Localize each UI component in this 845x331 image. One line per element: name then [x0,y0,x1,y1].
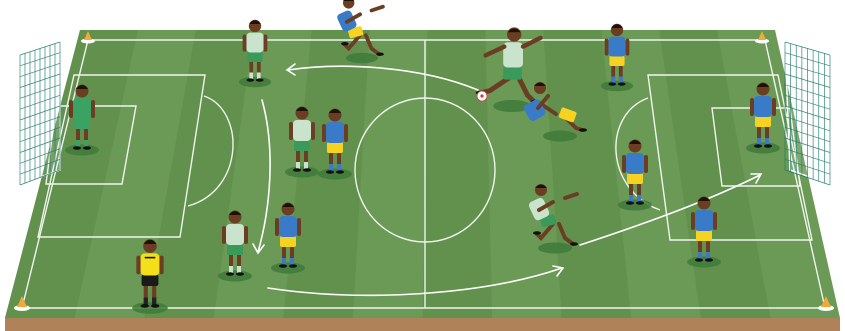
soccer-ball-icon [477,91,487,101]
left-goal-net [18,42,60,185]
right-goal-net [785,42,832,185]
grass-stripe [423,30,493,318]
field-soil-edge [5,318,840,331]
